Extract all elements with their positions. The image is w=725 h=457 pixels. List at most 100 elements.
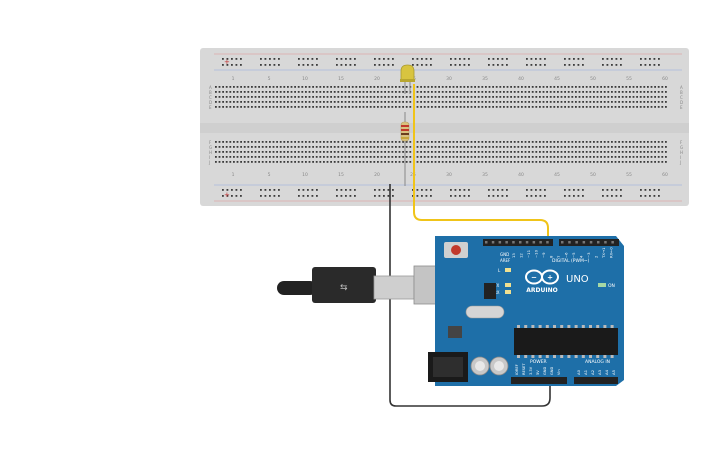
breadboard-hole[interactable] xyxy=(485,101,487,103)
breadboard-hole[interactable] xyxy=(330,161,332,163)
breadboard-hole[interactable] xyxy=(434,146,437,148)
breadboard-hole[interactable] xyxy=(600,141,602,143)
breadboard-hole[interactable] xyxy=(373,96,376,98)
rail-hole[interactable] xyxy=(492,64,495,66)
rail-hole[interactable] xyxy=(307,64,309,66)
breadboard-hole[interactable] xyxy=(449,161,451,163)
rail-hole[interactable] xyxy=(644,195,647,197)
rail-hole[interactable] xyxy=(231,58,233,60)
breadboard-hole[interactable] xyxy=(575,86,577,88)
breadboard-hole[interactable] xyxy=(380,146,383,148)
breadboard-hole[interactable] xyxy=(218,141,221,143)
breadboard-hole[interactable] xyxy=(477,141,480,143)
breadboard-hole[interactable] xyxy=(333,106,336,108)
breadboard-hole[interactable] xyxy=(625,91,628,93)
breadboard-hole[interactable] xyxy=(240,106,242,108)
header-pin[interactable] xyxy=(597,241,600,244)
resistor[interactable] xyxy=(400,112,410,186)
breadboard-hole[interactable] xyxy=(312,96,314,98)
breadboard-hole[interactable] xyxy=(513,86,516,88)
breadboard-hole[interactable] xyxy=(578,146,581,148)
breadboard-hole[interactable] xyxy=(222,86,224,88)
breadboard-hole[interactable] xyxy=(294,141,296,143)
rail-hole[interactable] xyxy=(564,195,566,197)
breadboard-hole[interactable] xyxy=(603,101,606,103)
breadboard-hole[interactable] xyxy=(272,106,275,108)
breadboard-hole[interactable] xyxy=(452,101,455,103)
breadboard-hole[interactable] xyxy=(355,106,358,108)
breadboard-hole[interactable] xyxy=(647,86,649,88)
breadboard-hole[interactable] xyxy=(553,141,556,143)
breadboard-hole[interactable] xyxy=(578,86,581,88)
breadboard-hole[interactable] xyxy=(337,156,340,158)
breadboard-hole[interactable] xyxy=(359,161,361,163)
breadboard-hole[interactable] xyxy=(290,151,293,153)
breadboard-hole[interactable] xyxy=(657,141,660,143)
breadboard-hole[interactable] xyxy=(247,146,250,148)
breadboard-hole[interactable] xyxy=(431,86,433,88)
breadboard-hole[interactable] xyxy=(384,146,386,148)
breadboard-hole[interactable] xyxy=(539,101,541,103)
breadboard-hole[interactable] xyxy=(528,91,530,93)
breadboard-hole[interactable] xyxy=(373,156,376,158)
breadboard-hole[interactable] xyxy=(373,91,376,93)
breadboard-hole[interactable] xyxy=(431,141,433,143)
breadboard-hole[interactable] xyxy=(409,146,412,148)
rail-hole[interactable] xyxy=(235,195,238,197)
rail-hole[interactable] xyxy=(544,189,546,191)
breadboard-hole[interactable] xyxy=(575,101,577,103)
breadboard-hole[interactable] xyxy=(420,106,422,108)
breadboard-hole[interactable] xyxy=(539,146,541,148)
breadboard-hole[interactable] xyxy=(567,96,570,98)
breadboard-hole[interactable] xyxy=(452,161,455,163)
breadboard-hole[interactable] xyxy=(459,101,462,103)
breadboard-hole[interactable] xyxy=(557,141,559,143)
breadboard-hole[interactable] xyxy=(657,106,660,108)
breadboard-hole[interactable] xyxy=(229,86,232,88)
breadboard-hole[interactable] xyxy=(549,106,552,108)
breadboard-hole[interactable] xyxy=(215,86,217,88)
breadboard-hole[interactable] xyxy=(582,141,584,143)
rail-hole[interactable] xyxy=(387,189,390,191)
breadboard-hole[interactable] xyxy=(366,101,368,103)
breadboard-hole[interactable] xyxy=(665,146,667,148)
breadboard-hole[interactable] xyxy=(377,161,379,163)
breadboard-hole[interactable] xyxy=(423,106,426,108)
breadboard-hole[interactable] xyxy=(251,101,253,103)
rail-hole[interactable] xyxy=(615,189,618,191)
breadboard-hole[interactable] xyxy=(650,161,653,163)
breadboard-hole[interactable] xyxy=(618,106,620,108)
breadboard-hole[interactable] xyxy=(560,146,563,148)
rail-hole[interactable] xyxy=(416,189,419,191)
breadboard-hole[interactable] xyxy=(431,106,433,108)
breadboard-hole[interactable] xyxy=(402,91,404,93)
breadboard-hole[interactable] xyxy=(560,161,563,163)
breadboard-hole[interactable] xyxy=(481,156,484,158)
breadboard-hole[interactable] xyxy=(600,151,602,153)
breadboard-hole[interactable] xyxy=(503,96,505,98)
breadboard-hole[interactable] xyxy=(337,161,340,163)
breadboard-hole[interactable] xyxy=(553,156,556,158)
rail-hole[interactable] xyxy=(264,195,267,197)
breadboard-hole[interactable] xyxy=(409,106,412,108)
breadboard-hole[interactable] xyxy=(546,146,548,148)
rail-hole[interactable] xyxy=(336,189,338,191)
breadboard-hole[interactable] xyxy=(377,91,379,93)
breadboard-hole[interactable] xyxy=(391,161,394,163)
breadboard-hole[interactable] xyxy=(330,156,332,158)
breadboard-hole[interactable] xyxy=(481,91,484,93)
breadboard-hole[interactable] xyxy=(452,146,455,148)
breadboard-hole[interactable] xyxy=(272,96,275,98)
breadboard-hole[interactable] xyxy=(510,91,512,93)
breadboard-hole[interactable] xyxy=(661,156,664,158)
rail-hole[interactable] xyxy=(260,58,262,60)
breadboard-hole[interactable] xyxy=(359,86,361,88)
breadboard-hole[interactable] xyxy=(283,101,286,103)
rail-hole[interactable] xyxy=(606,195,609,197)
breadboard-hole[interactable] xyxy=(348,151,350,153)
breadboard-hole[interactable] xyxy=(503,106,505,108)
breadboard-hole[interactable] xyxy=(351,91,354,93)
breadboard-hole[interactable] xyxy=(607,151,610,153)
rail-hole[interactable] xyxy=(387,64,390,66)
breadboard-hole[interactable] xyxy=(287,91,289,93)
